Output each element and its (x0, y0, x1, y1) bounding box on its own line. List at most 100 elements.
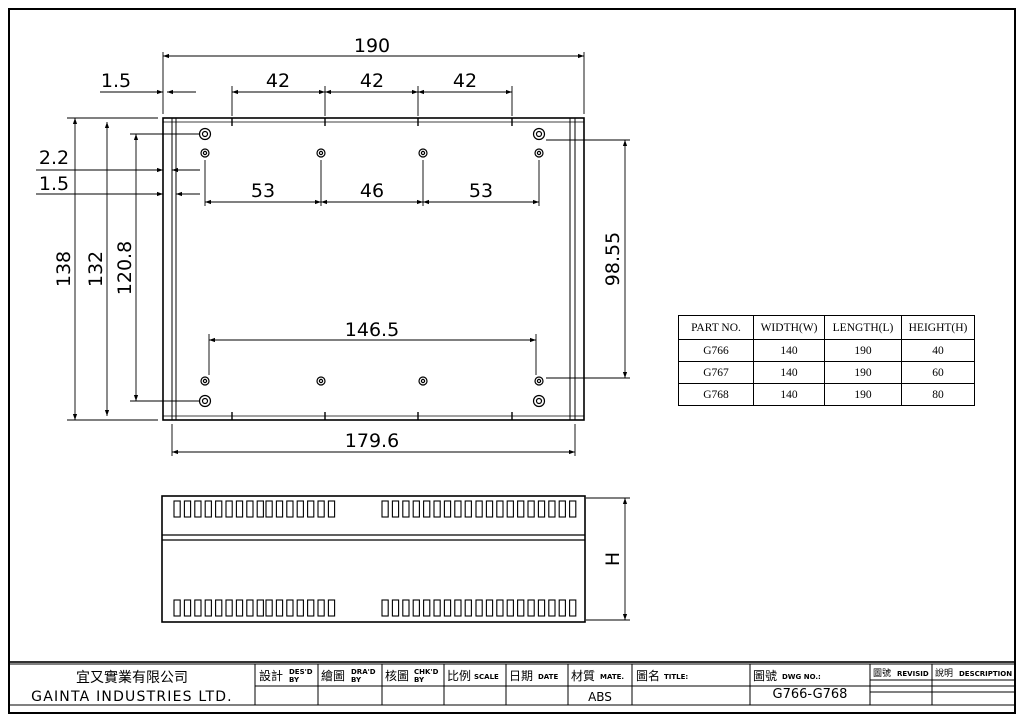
vent-slot (496, 599, 504, 617)
vent-slot (423, 599, 431, 617)
material-label-en: MATE. (600, 673, 624, 681)
vent-slot (183, 599, 192, 617)
vent-slot (225, 599, 233, 617)
table-row: G768 140 190 80 (678, 383, 975, 406)
vent-slot (548, 500, 556, 518)
revision-label-cn: 圖號 (873, 667, 891, 679)
vent-slot (485, 599, 494, 617)
dim-span-mid: 46 (360, 180, 384, 202)
scale-label-cn: 比例 (447, 669, 471, 683)
dim-overall-width: 138 (53, 251, 75, 287)
vent-slot (443, 500, 452, 518)
vent-slot (204, 599, 212, 617)
cell-height: 80 (901, 383, 975, 406)
vent-slot (307, 599, 315, 617)
dim-hole-pitch-2: 42 (360, 70, 384, 92)
mounting-holes (198, 127, 546, 408)
dim-hole-spacing-v: 120.8 (114, 241, 136, 295)
designed-label-cn: 設計 (259, 668, 283, 683)
designed-label-en: DES'D (289, 668, 313, 676)
vent-slot (327, 599, 336, 617)
vent-slot (183, 500, 192, 518)
vent-slot (558, 599, 566, 617)
dwg-number: G766-G768 (773, 687, 848, 702)
vent-slot (517, 599, 525, 617)
dim-right-hole-spacing: 98.55 (602, 232, 624, 286)
vent-slot (412, 500, 420, 518)
vent-slot (307, 500, 315, 518)
dim-span-right: 53 (469, 180, 493, 202)
spec-header-row: PART NO. WIDTH(W) LENGTH(L) HEIGHT(H) (678, 315, 975, 340)
dim-edge-offset-a: 2.2 (39, 147, 69, 169)
cell-width: 140 (753, 383, 825, 406)
designed-label-en2: BY (289, 676, 300, 684)
vent-slot (194, 500, 202, 518)
table-row: G766 140 190 40 (678, 339, 975, 362)
cell-height: 60 (901, 361, 975, 384)
description-label-en: DESCRIPTION (959, 670, 1012, 678)
vent-slot (475, 599, 483, 617)
vent-slot (517, 500, 525, 518)
vent-slot (402, 500, 410, 518)
vent-slot (173, 599, 181, 617)
vent-slot (506, 599, 514, 617)
cell-part-no: G766 (678, 339, 754, 362)
vent-slot (412, 599, 420, 617)
vent-slot (569, 599, 577, 617)
vent-slot (173, 500, 181, 518)
cell-height: 40 (901, 339, 975, 362)
vent-slot (215, 599, 223, 617)
vent-slot (464, 500, 472, 518)
title-label-en: TITLE: (664, 673, 688, 681)
vent-slot (286, 500, 294, 518)
material-label-cn: 材質 (571, 668, 595, 683)
company-name-cn: 宜又實業有限公司 (76, 669, 188, 686)
vent-slot (317, 500, 325, 518)
drawn-label-en2: BY (351, 676, 362, 684)
dim-inner-width: 132 (85, 251, 107, 287)
cell-width: 140 (753, 361, 825, 384)
vent-slot (381, 500, 389, 518)
description-label-cn: 說明 (935, 667, 953, 679)
vent-slot (296, 599, 304, 617)
vent-slot (423, 500, 431, 518)
dwg-label-cn: 圖號 (753, 669, 777, 683)
vent-slot (569, 500, 577, 518)
vent-slot (485, 500, 494, 518)
revision-label-en: REVISID (897, 670, 929, 678)
vent-slot (558, 500, 566, 518)
scale-label-en: SCALE (474, 673, 499, 681)
table-row: G767 140 190 60 (678, 361, 975, 384)
header-width: WIDTH(W) (753, 315, 825, 340)
vent-slot (204, 500, 212, 518)
checked-label-en: CHK'D (414, 668, 439, 676)
vent-slot (548, 599, 556, 617)
dim-hole-pitch-1: 42 (266, 70, 290, 92)
side-view (161, 495, 586, 623)
cell-part-no: G767 (678, 361, 754, 384)
vent-slot (537, 500, 546, 518)
cell-length: 190 (824, 339, 902, 362)
vent-slot (433, 500, 441, 518)
vent-slot (235, 500, 244, 518)
cell-width: 140 (753, 339, 825, 362)
dim-wall-offset-top: 1.5 (101, 70, 131, 92)
vent-slot (235, 599, 244, 617)
dwg-label-en: DWG NO.: (782, 673, 821, 681)
vent-slot (443, 599, 452, 617)
cell-length: 190 (824, 383, 902, 406)
cell-part-no: G768 (678, 383, 754, 406)
vent-slot (256, 500, 264, 518)
checked-label-en2: BY (414, 676, 425, 684)
vent-slot (381, 599, 389, 617)
vent-slot (215, 500, 223, 518)
dimension-lines (36, 53, 628, 620)
vent-slot (317, 599, 325, 617)
vent-slot (286, 599, 294, 617)
vent-slot (391, 599, 400, 617)
material-value: ABS (588, 690, 612, 704)
vent-slot (433, 599, 441, 617)
vent-slot (496, 500, 504, 518)
dim-edge-offset-b: 1.5 (39, 173, 69, 195)
vent-slot (296, 500, 304, 518)
